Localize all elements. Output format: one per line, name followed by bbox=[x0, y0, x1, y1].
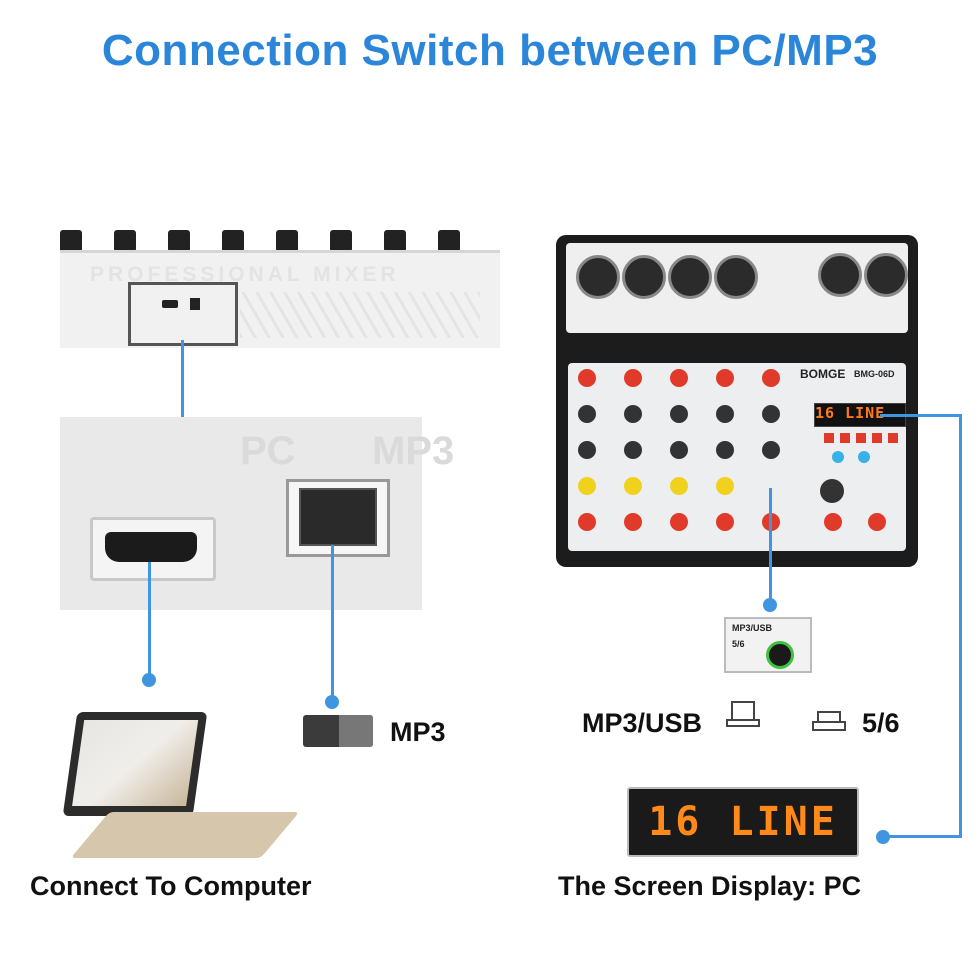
mixer-input-panel bbox=[566, 243, 908, 333]
slide-switch-icon bbox=[303, 715, 373, 747]
connector-line bbox=[769, 488, 772, 606]
page-title: Connection Switch between PC/MP3 bbox=[101, 26, 879, 75]
mixer-control-panel: BOMGE BMG-06D bbox=[568, 363, 906, 551]
connector-line bbox=[331, 545, 334, 703]
switch-small bbox=[190, 298, 200, 310]
jack-label-top: MP3/USB bbox=[732, 623, 773, 633]
switch-label: MP3 bbox=[390, 717, 446, 747]
usb-port-small bbox=[162, 300, 178, 308]
connector-line bbox=[181, 340, 184, 424]
mode-switch bbox=[286, 479, 390, 557]
port-zoom-panel: PC MP3 bbox=[60, 417, 454, 610]
switch-up-icon bbox=[726, 701, 760, 727]
connector-dot bbox=[325, 695, 339, 709]
highlight-box bbox=[128, 282, 238, 346]
mixer-front-view: BOMGE BMG-06D bbox=[556, 235, 918, 567]
option-mp3-usb: MP3/USB bbox=[582, 708, 703, 738]
big-display: 16 LINE bbox=[627, 787, 859, 857]
jack-label-bottom: 5/6 bbox=[732, 639, 745, 649]
mixer-top-knobs bbox=[60, 230, 500, 252]
connector-dot bbox=[763, 598, 777, 612]
micro-usb-port bbox=[90, 517, 216, 581]
laptop-base bbox=[70, 812, 300, 858]
right-caption: The Screen Display: PC bbox=[558, 871, 862, 901]
connector-dot bbox=[876, 830, 890, 844]
connector-line bbox=[885, 835, 962, 838]
mixer-print: PROFESSIONAL MIXER bbox=[90, 263, 400, 286]
big-display-text: 16 LINE bbox=[648, 799, 838, 845]
pc-marking: PC bbox=[240, 429, 296, 473]
mp3-marking: MP3 bbox=[372, 429, 455, 473]
brand-name: BOMGE bbox=[800, 367, 846, 381]
connector-line bbox=[148, 562, 151, 682]
left-caption: Connect To Computer bbox=[30, 871, 312, 901]
mixer-grille bbox=[240, 292, 480, 338]
audio-jack-icon bbox=[766, 641, 794, 669]
switch-down-icon bbox=[812, 711, 846, 731]
jack-inset: MP3/USB 5/6 bbox=[724, 617, 812, 673]
small-display-text: 16 LINE bbox=[815, 404, 886, 422]
connector-dot bbox=[142, 673, 156, 687]
model-name: BMG-06D bbox=[854, 369, 895, 379]
connector-line bbox=[880, 414, 962, 417]
laptop-icon bbox=[62, 712, 208, 816]
connector-line bbox=[959, 414, 962, 838]
option-5-6: 5/6 bbox=[862, 708, 900, 738]
